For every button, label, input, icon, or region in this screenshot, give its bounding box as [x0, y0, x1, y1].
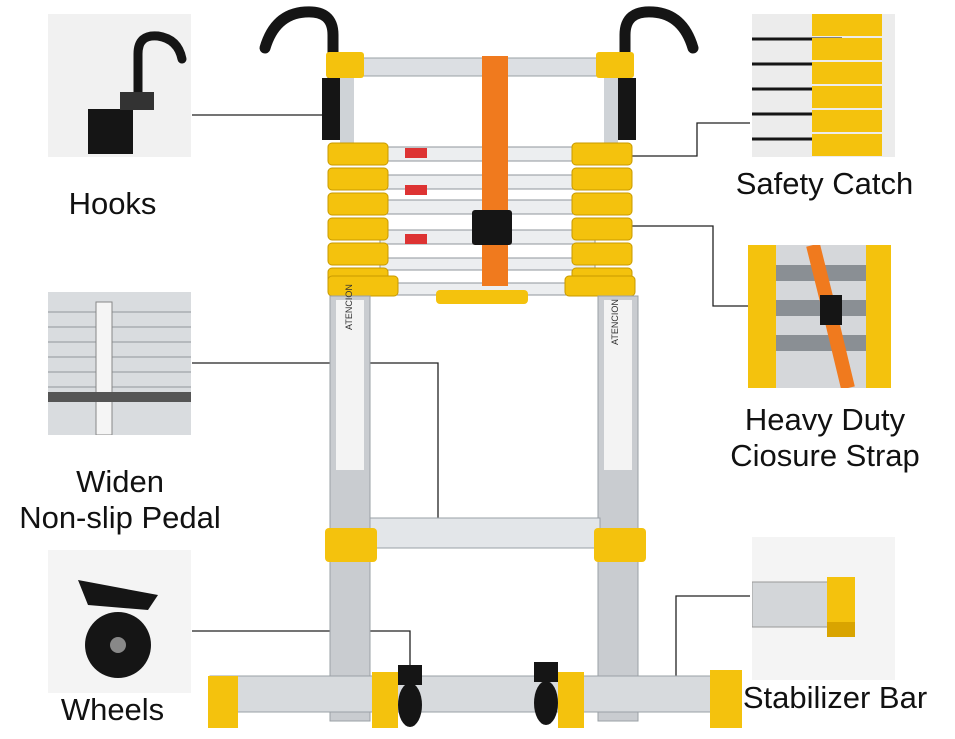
- leader-stabilizer: [675, 595, 750, 682]
- stabilizer-thumbnail: [752, 537, 895, 680]
- sticker-right: ATENCION: [610, 299, 620, 345]
- safety-catch-thumbnail: [752, 14, 895, 157]
- label-pedal-line1: Widen: [76, 464, 164, 499]
- label-hooks: Hooks: [68, 186, 157, 221]
- leader-wheels: [192, 630, 411, 665]
- top-left-cap: [326, 52, 364, 78]
- label-strap: Heavy Duty Ciosure Strap: [700, 402, 950, 474]
- stabilizer-bar: [209, 675, 741, 713]
- hooks-thumbnail: [48, 14, 191, 157]
- lock-icon: [752, 14, 882, 156]
- wheels-pair: [398, 662, 558, 727]
- sticker-left: ATENCION: [344, 284, 354, 330]
- label-safety-catch: Safety Catch: [735, 166, 914, 201]
- label-pedal-line2: Non-slip Pedal: [19, 500, 221, 535]
- label-strap-line1: Heavy Duty: [744, 402, 906, 437]
- pedal-thumbnail: [48, 292, 191, 435]
- leader-strap: [615, 225, 750, 307]
- bar-icon: [752, 577, 855, 637]
- wheels-thumbnail: [48, 550, 191, 693]
- label-stabilizer: Stabilizer Bar: [742, 680, 928, 715]
- hook-icon: [88, 31, 187, 154]
- left-lock-stack: [327, 142, 399, 297]
- right-lock-stack: [564, 142, 636, 297]
- non-slip-pedal: [369, 517, 601, 549]
- strap-thumbnail: [748, 245, 891, 388]
- strap-buckle: [472, 210, 512, 245]
- right-hook: [619, 6, 699, 96]
- left-hook: [259, 6, 339, 96]
- label-strap-line2: Ciosure Strap: [730, 438, 920, 473]
- leader-safety: [600, 122, 750, 157]
- top-rung: [349, 57, 606, 77]
- top-right-cap: [596, 52, 634, 78]
- label-wheels: Wheels: [60, 692, 165, 727]
- leader-pedal: [192, 362, 439, 535]
- ruler-icon: [48, 301, 191, 435]
- ladder-illustration: ATENCION ATENCION: [208, 6, 742, 728]
- wheel-icon: [78, 580, 158, 678]
- closure-strap: [482, 56, 508, 286]
- strap-icon: [748, 245, 891, 388]
- label-pedal: Widen Non-slip Pedal: [0, 464, 240, 536]
